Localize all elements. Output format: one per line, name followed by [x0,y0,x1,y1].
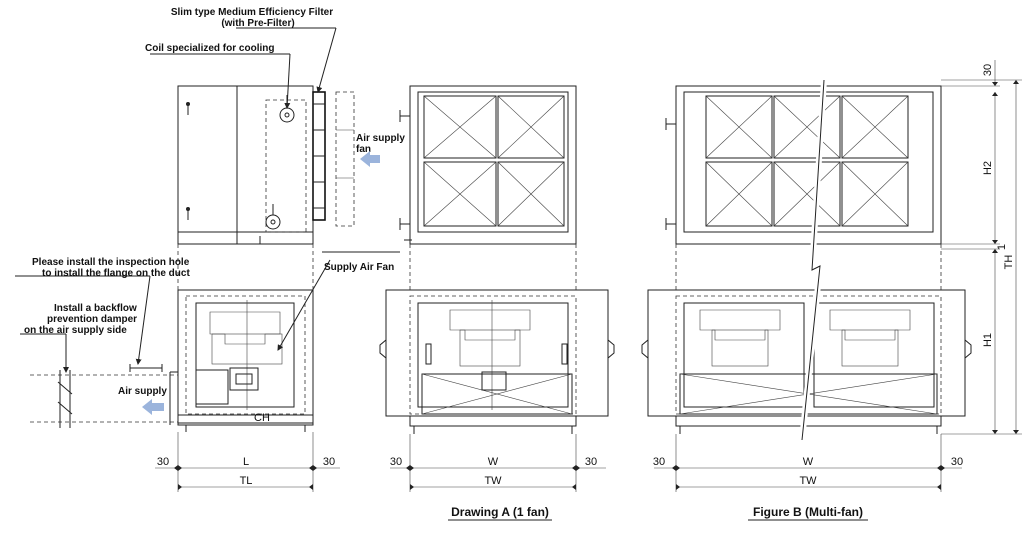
dim-v-H2: H2 [982,161,994,175]
air-supply-label: Air supply [118,386,167,397]
air-supply-arrow [142,399,164,415]
dim-left-30b: 30 [323,456,335,468]
dim-mid-30b: 30 [585,456,597,468]
ch-label: CH [254,412,270,424]
dim-v-H1: H1 [982,333,994,347]
inspection-label-line2: to install the flange on the duct [42,268,190,279]
dim-right-30b: 30 [951,456,963,468]
middle-dimensions [390,434,606,492]
drawing-a [379,85,615,434]
coil-module [177,85,314,245]
left-dimensions [155,432,340,492]
backflow-label-line2: prevention damper [47,314,137,325]
backflow-label-line3: on the air supply side [24,325,127,336]
dim-right-TW: TW [799,475,817,487]
figure-b [641,79,972,441]
right-dimensions [654,60,1022,492]
air-supply-fan-arrow [360,151,380,167]
caption-drawing-a: Drawing A (1 fan) [451,505,549,519]
caption-figure-b: Figure B (Multi-fan) [753,505,863,519]
dim-v-30: 30 [982,64,994,76]
fan-module [177,289,314,424]
dim-v-1: 1 [996,244,1008,250]
dim-left-30a: 30 [157,456,169,468]
coil-label: Coil specialized for cooling [145,43,274,54]
dim-v-TH: TH [1003,255,1015,270]
backflow-label-line1: Install a backflow [54,303,137,314]
dim-left-TL: TL [240,475,253,487]
dim-right-W: W [803,456,814,468]
dim-mid-30a: 30 [390,456,402,468]
dim-left-L: L [243,456,249,468]
dim-right-30a: 30 [653,456,665,468]
air-supply-fan-label-line2: fan [356,144,371,155]
inspection-label-line1: Please install the inspection hole [32,257,190,268]
leader-lines-left [15,27,400,373]
dim-mid-W: W [488,456,499,468]
filter-label-line2: (with Pre-Filter) [221,18,294,29]
filter-label-line1: Slim type Medium Efficiency Filter [171,7,333,18]
side-view [30,85,355,432]
air-supply-fan-label-line1: Air supply [356,133,405,144]
dim-mid-TW: TW [484,475,502,487]
supply-air-fan-label: Supply Air Fan [324,262,394,273]
